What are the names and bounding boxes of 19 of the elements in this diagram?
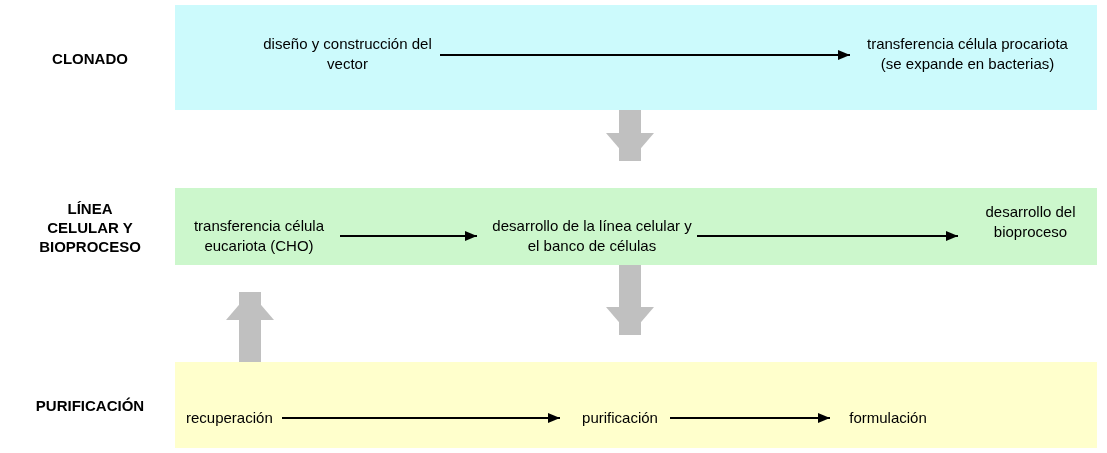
block-arrow	[606, 265, 654, 335]
row-heading: CLONADO	[51, 48, 129, 67]
arrow	[669, 413, 831, 423]
step-text: purificación	[581, 408, 659, 428]
row-heading: PURIFICACIÓN	[34, 395, 146, 415]
block-arrow	[606, 110, 654, 161]
step-text: recuperación	[186, 408, 274, 428]
step-text: diseño y construcción del vector	[262, 34, 433, 74]
arrow	[696, 231, 959, 241]
block-arrow	[226, 292, 274, 362]
arrow	[281, 413, 561, 423]
arrow	[439, 50, 851, 60]
step-text: desarrollo del bioproceso	[984, 202, 1077, 242]
arrow	[339, 231, 478, 241]
step-text: formulación	[848, 408, 928, 428]
step-text: transferencia célula procariota (se expande en bacterias)	[866, 34, 1069, 74]
step-text: transferencia célula eucariota (CHO)	[192, 216, 326, 256]
step-text: desarrollo de la línea celular y el banco de células	[491, 216, 693, 256]
row-heading: LÍNEA CELULAR Y BIOPROCESO	[38, 198, 142, 255]
